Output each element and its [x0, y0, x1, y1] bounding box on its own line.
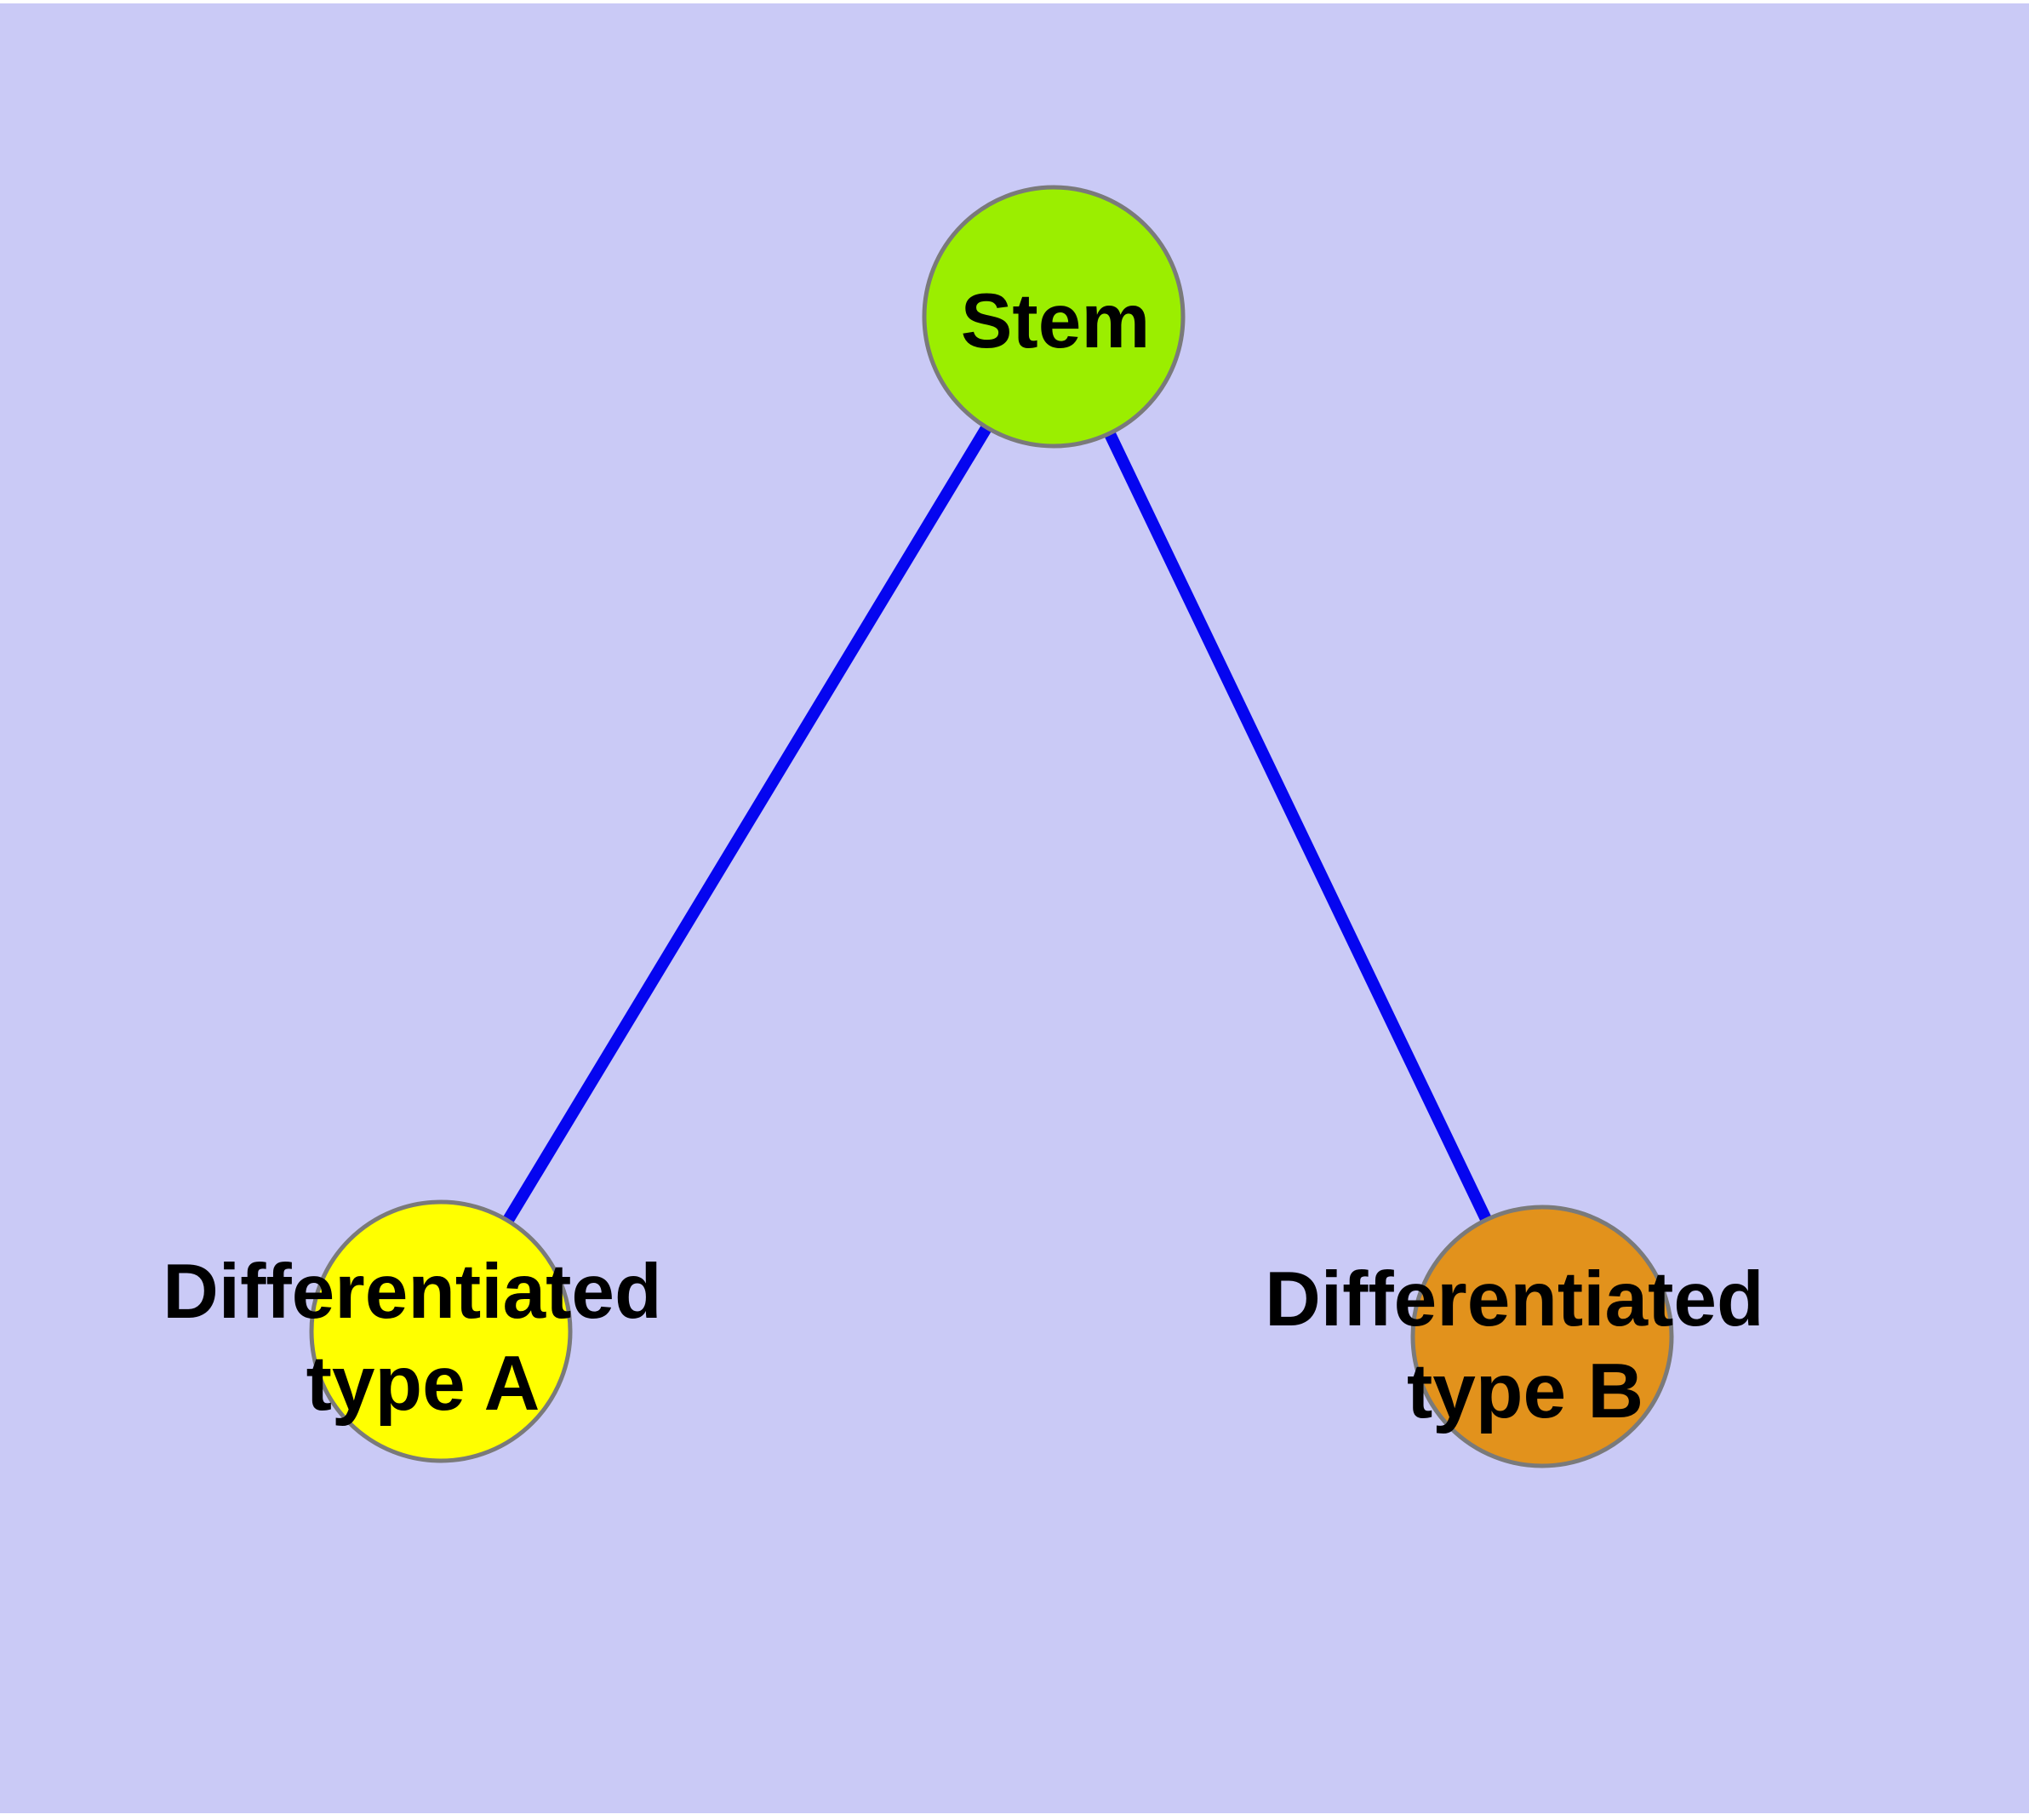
edge-stem-to-type-a — [436, 313, 1059, 1335]
type-a-label-line2: type A — [306, 1341, 540, 1427]
type-b-label-line1: Differentiated — [1265, 1256, 1764, 1342]
type-a-label-line1: Differentiated — [163, 1249, 662, 1335]
stem-node-label: Stem — [961, 278, 1151, 364]
type-b-node-circle — [1410, 1205, 1674, 1468]
type-b-node-label: Differentiated type B — [1265, 1256, 1786, 1434]
stem-node-circle — [922, 185, 1186, 449]
type-a-node-label: Differentiated type A — [163, 1249, 683, 1427]
type-a-node-circle — [309, 1199, 573, 1463]
type-b-label-line2: type B — [1407, 1348, 1643, 1434]
edge-stem-to-type-b — [1048, 313, 1548, 1340]
